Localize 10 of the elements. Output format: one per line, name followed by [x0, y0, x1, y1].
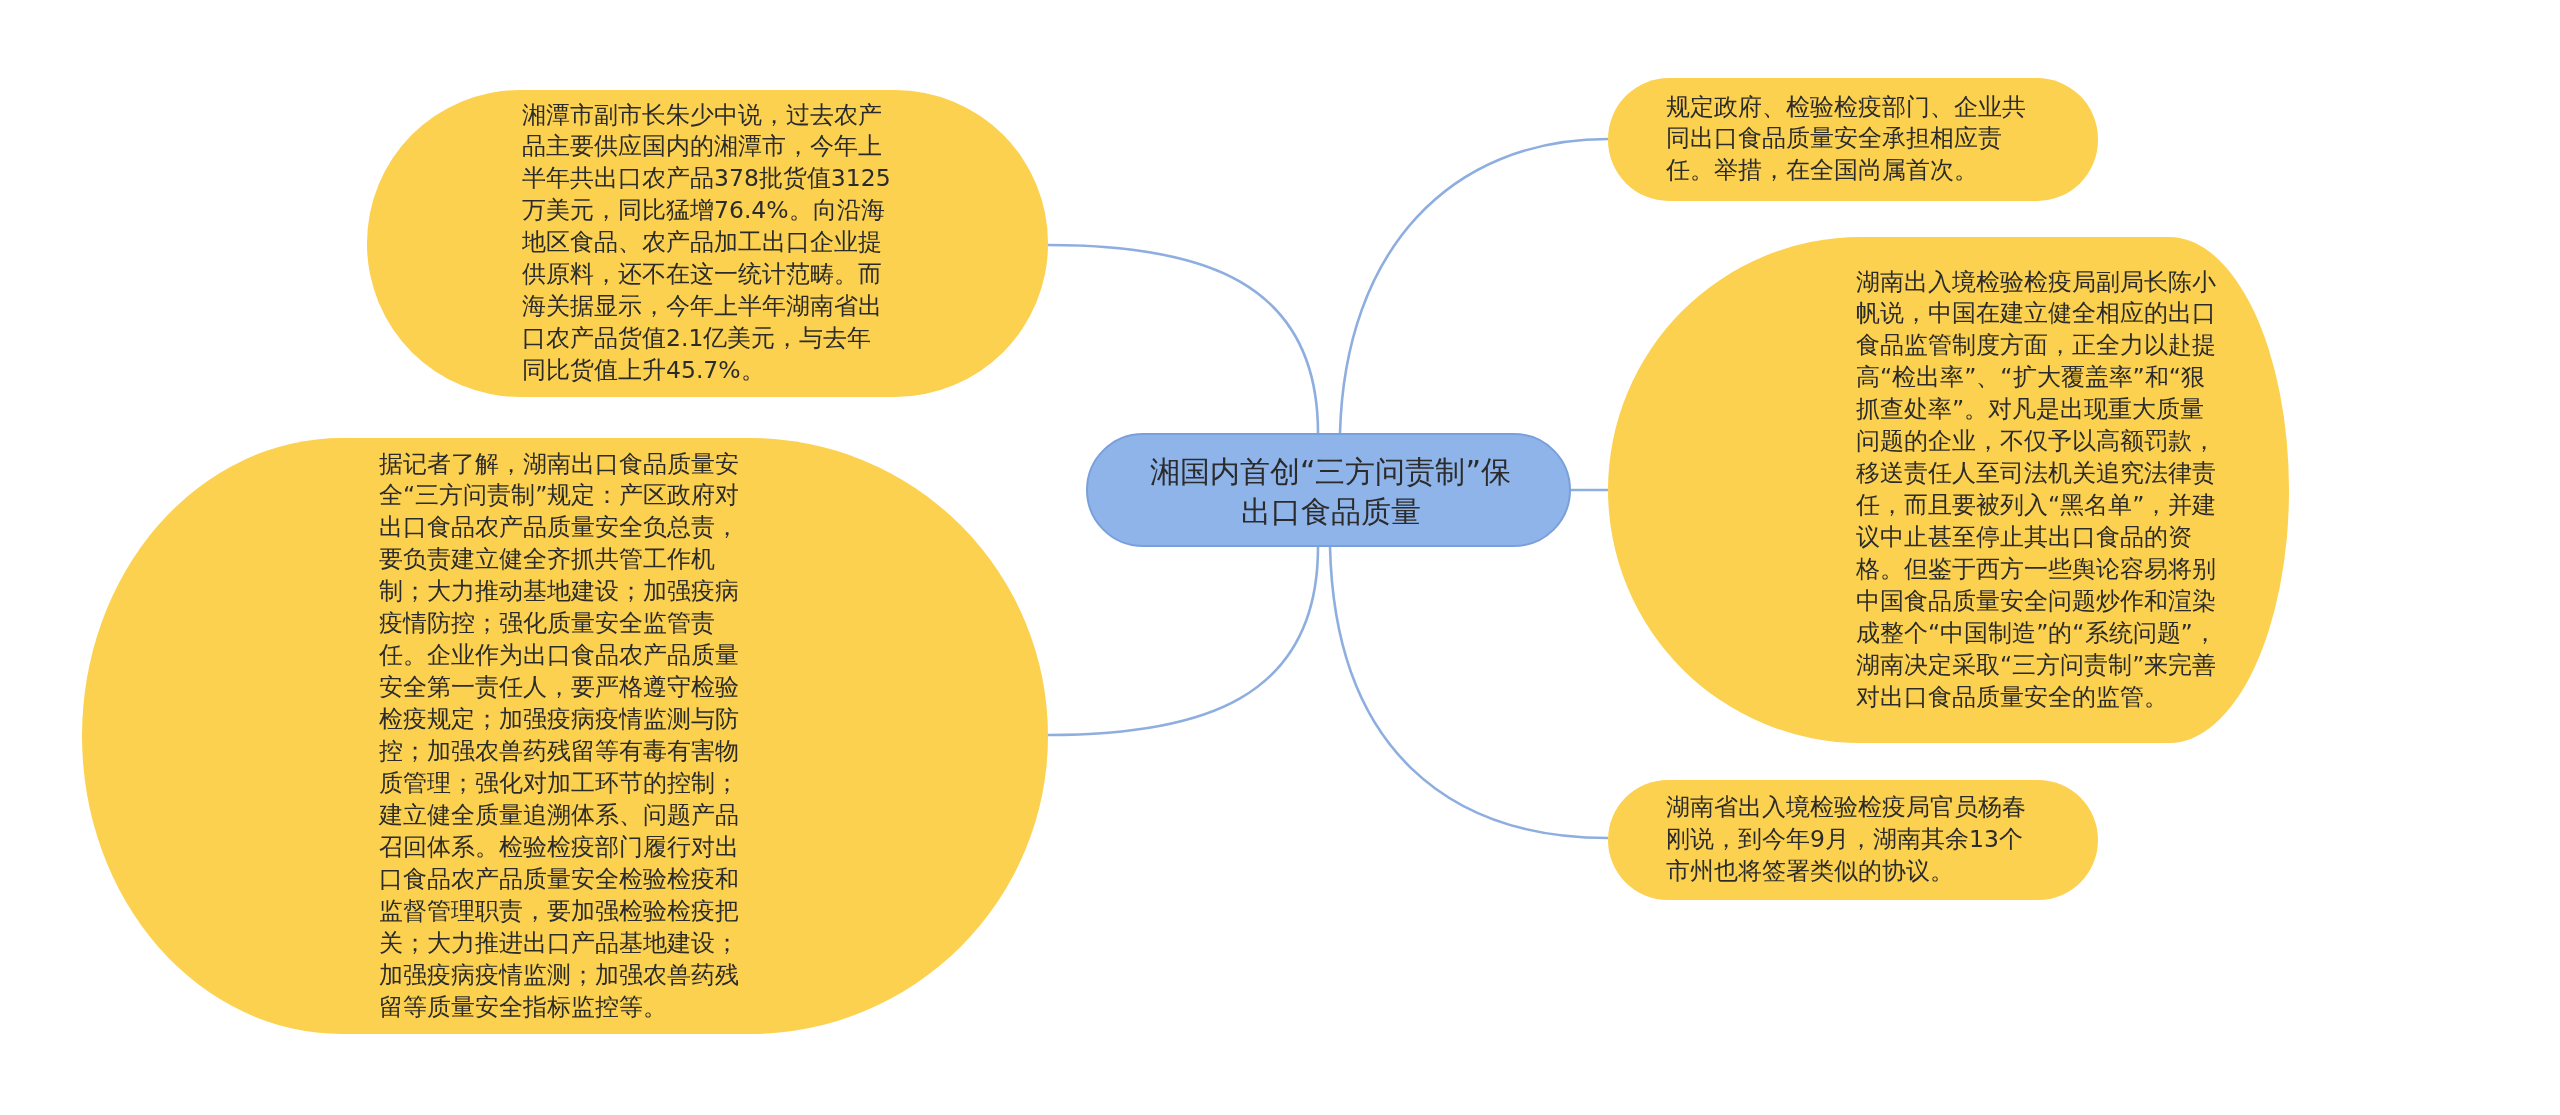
topic-text: 规定政府、检验检疫部门、企业共同出口食品质量安全承担相应责任。举措，在全国尚属首次。: [1666, 91, 2027, 187]
connector-line: [1571, 488, 1608, 492]
connector-line: [1338, 137, 1609, 434]
topic-text: 湖南省出入境检验检疫局官员杨春刚说，到今年9月，湖南其余13个市州也将签署类似的协议。: [1666, 792, 2027, 887]
topic-text: 湖南出入境检验检疫局副局长陈小帆说，中国在建立健全相应的出口食品监管制度方面，正全力以赴提高“检出率”、“扩大覆盖率”和“狠抓查处率”。对凡是出现重大质量问题的企业，不仅予以高额罚款，移送责任人至司法机关追究法律责任，而且要被列入“黑名单”，并建议中止甚至停止其出口食品的资格。但鉴于西方一些舆论容易将别中国食品质量安全问题炒作和渲染成整个“中国制造”的“系统问题”，湖南决定采取“三方问责制”来完善对出口食品质量安全的监管。: [1856, 266, 2218, 713]
connector-line: [1047, 546, 1320, 737]
topic-text: 湘潭市副市长朱少中说，过去农产品主要供应国内的湘潭市，今年上半年共出口农产品378批货值3125万美元，同比猛增76.4%。向沿海地区食品、农产品加工出口企业提供原料，还不在这一统计范畴。而海关据显示，今年上半年湖南省出口农产品货值2.1亿美元，与去年同比货值上升45.7%。: [522, 99, 892, 387]
central-topic-text: 湘国内首创“三方问责制”保出口食品质量: [1148, 452, 1513, 531]
topic-text: 据记者了解，湖南出口食品质量安全“三方问责制”规定：产区政府对出口食品农产品质量安全负总责，要负责建立健全齐抓共管工作机制；大力推动基地建设；加强疫病疫情防控；强化质量安全监管责任。企业作为出口食品农产品质量安全第一责任人，要严格遵守检验检疫规定；加强疫病疫情监测与防控；加强农兽药残留等有毒有害物质管理；强化对加工环节的控制；建立健全质量追溯体系、问题产品召回体系。检验检疫部门履行对出口食品农产品质量安全检验检疫和监督管理职责，要加强检验检疫把关；大力推进出口产品基地建设；加强疫病疫情监测；加强农兽药残留等质量安全指标监控等。: [379, 448, 741, 1023]
connector-line: [1047, 243, 1320, 434]
